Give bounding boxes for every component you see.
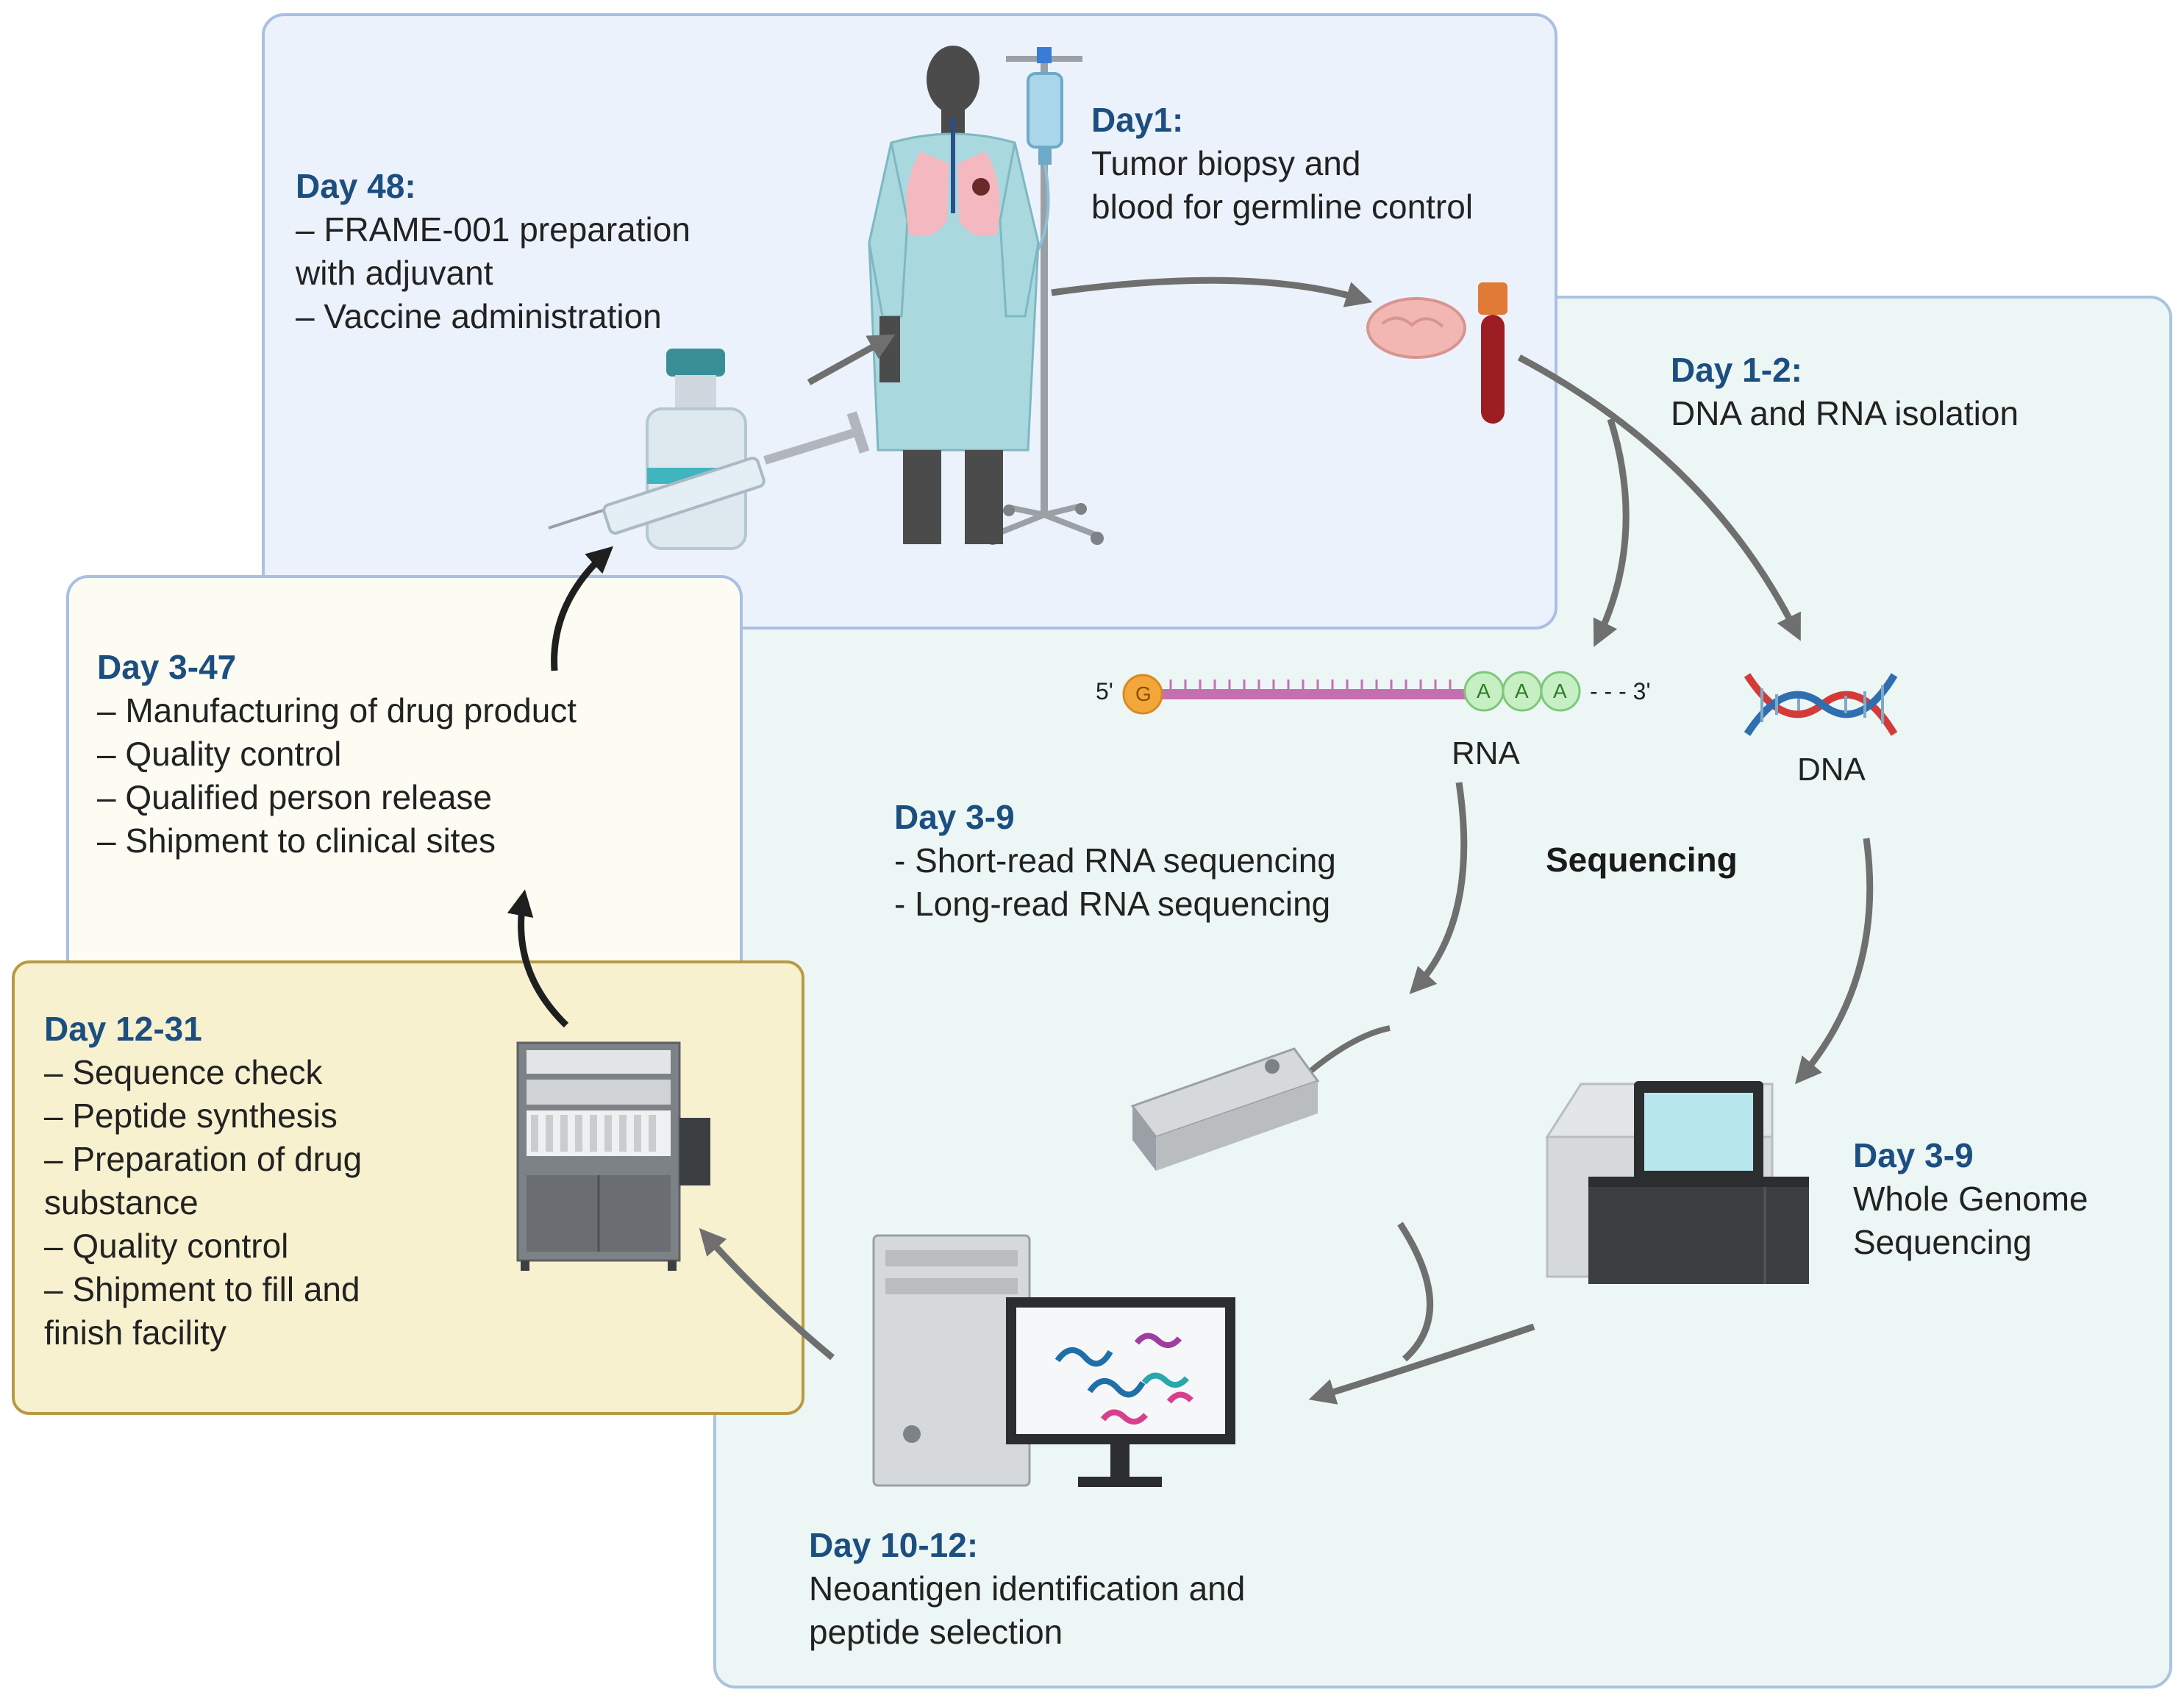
day1-2-line-1: DNA and RNA isolation	[1671, 394, 2019, 432]
day1-heading: Day1:	[1091, 101, 1184, 139]
day3-9-wgs-heading: Day 3-9	[1853, 1136, 1974, 1174]
day48-line-2: with adjuvant	[296, 254, 493, 292]
day3-47-block: Day 3-47 – Manufacturing of drug product…	[97, 646, 577, 863]
day3-47-line-3: – Qualified person release	[97, 778, 492, 816]
dna-helix-icon	[1744, 673, 1898, 736]
five-prime-label: 5'	[1096, 678, 1113, 705]
day10-12-line-1: Neoantigen identification and	[809, 1569, 1246, 1608]
cap-label: G	[1135, 682, 1152, 705]
day12-31-block: Day 12-31 – Sequence check – Peptide syn…	[44, 1008, 362, 1355]
iv-stand-icon	[986, 47, 1104, 545]
day12-31-line-6: – Shipment to fill and	[44, 1270, 360, 1308]
day3-9-rna-heading: Day 3-9	[894, 798, 1015, 836]
patient-icon	[868, 46, 1040, 544]
peptide-synthesizer-icon	[516, 1041, 710, 1271]
day3-9-wgs-line-1: Whole Genome	[1853, 1180, 2088, 1218]
day1-2-heading: Day 1-2:	[1671, 351, 1802, 389]
day3-9-rna-line-2: - Long-read RNA sequencing	[894, 885, 1331, 923]
syringe-icon	[548, 411, 870, 535]
day1-line-1: Tumor biopsy and	[1091, 144, 1361, 182]
long-read-sequencer-icon	[1130, 1025, 1391, 1171]
day48-heading: Day 48:	[296, 167, 416, 205]
day3-47-line-2: – Quality control	[97, 735, 342, 773]
day3-9-wgs-block: Day 3-9 Whole Genome Sequencing	[1853, 1134, 2088, 1264]
polya-label-1: A	[1477, 680, 1491, 702]
day12-31-line-4: substance	[44, 1183, 199, 1222]
arrow-dna-to-wgs	[1794, 838, 1874, 1085]
day12-31-heading: Day 12-31	[44, 1010, 202, 1048]
blood-tube-icon	[1478, 282, 1507, 424]
rna-strand-icon	[1122, 671, 1581, 715]
arrow-isolation-to-rna	[1593, 418, 1630, 647]
dna-label: DNA	[1797, 752, 1866, 788]
day1-block: Day1: Tumor biopsy and blood for germlin…	[1091, 99, 1473, 229]
day10-12-heading: Day 10-12:	[809, 1526, 979, 1564]
day3-47-heading: Day 3-47	[97, 648, 237, 686]
day48-line-1: – FRAME-001 preparation	[296, 210, 690, 249]
tumor-tissue-icon	[1366, 297, 1466, 359]
day12-31-line-2: – Peptide synthesis	[44, 1096, 338, 1135]
day1-line-2: blood for germline control	[1091, 188, 1474, 226]
arrow-manufacturing-to-vial	[551, 546, 614, 671]
day1-2-block: Day 1-2: DNA and RNA isolation	[1671, 349, 2019, 435]
arrow-synthesizer-to-manufacturing	[507, 889, 569, 1028]
day3-47-line-1: – Manufacturing of drug product	[97, 691, 577, 730]
arrow-wgs-to-computer	[1308, 1323, 1535, 1405]
day3-9-rna-block: Day 3-9 - Short-read RNA sequencing - Lo…	[894, 796, 1336, 926]
arrow-isolation-to-dna	[1517, 354, 1801, 641]
arrow-rna-to-sequencer	[1409, 782, 1468, 994]
day48-line-3: – Vaccine administration	[296, 297, 662, 335]
sequencing-title: Sequencing	[1546, 841, 1738, 879]
three-prime-label: - - - 3'	[1590, 678, 1651, 705]
day3-9-rna-line-1: - Short-read RNA sequencing	[894, 841, 1336, 880]
day48-block: Day 48: – FRAME-001 preparation with adj…	[296, 165, 690, 338]
arrow-sequencer-to-computer	[1397, 1222, 1434, 1362]
polya-label-3: A	[1553, 680, 1567, 702]
day3-9-wgs-line-2: Sequencing	[1853, 1223, 2032, 1261]
day10-12-block: Day 10-12: Neoantigen identification and…	[809, 1524, 1245, 1654]
arrow-computer-to-synthesizer	[699, 1227, 835, 1361]
rna-label: RNA	[1452, 735, 1520, 771]
day10-12-line-2: peptide selection	[809, 1613, 1063, 1651]
computer-icon	[872, 1234, 1235, 1487]
arrow-vial-to-patient	[807, 334, 896, 385]
arrow-patient-to-sample	[1051, 277, 1373, 307]
day12-31-line-1: – Sequence check	[44, 1053, 323, 1091]
day3-47-line-4: – Shipment to clinical sites	[97, 821, 496, 860]
day12-31-line-7: finish facility	[44, 1313, 226, 1352]
genome-sequencer-icon	[1545, 1081, 1809, 1284]
day12-31-line-5: – Quality control	[44, 1227, 289, 1265]
day12-31-line-3: – Preparation of drug	[44, 1140, 363, 1178]
polya-label-2: A	[1515, 680, 1529, 702]
